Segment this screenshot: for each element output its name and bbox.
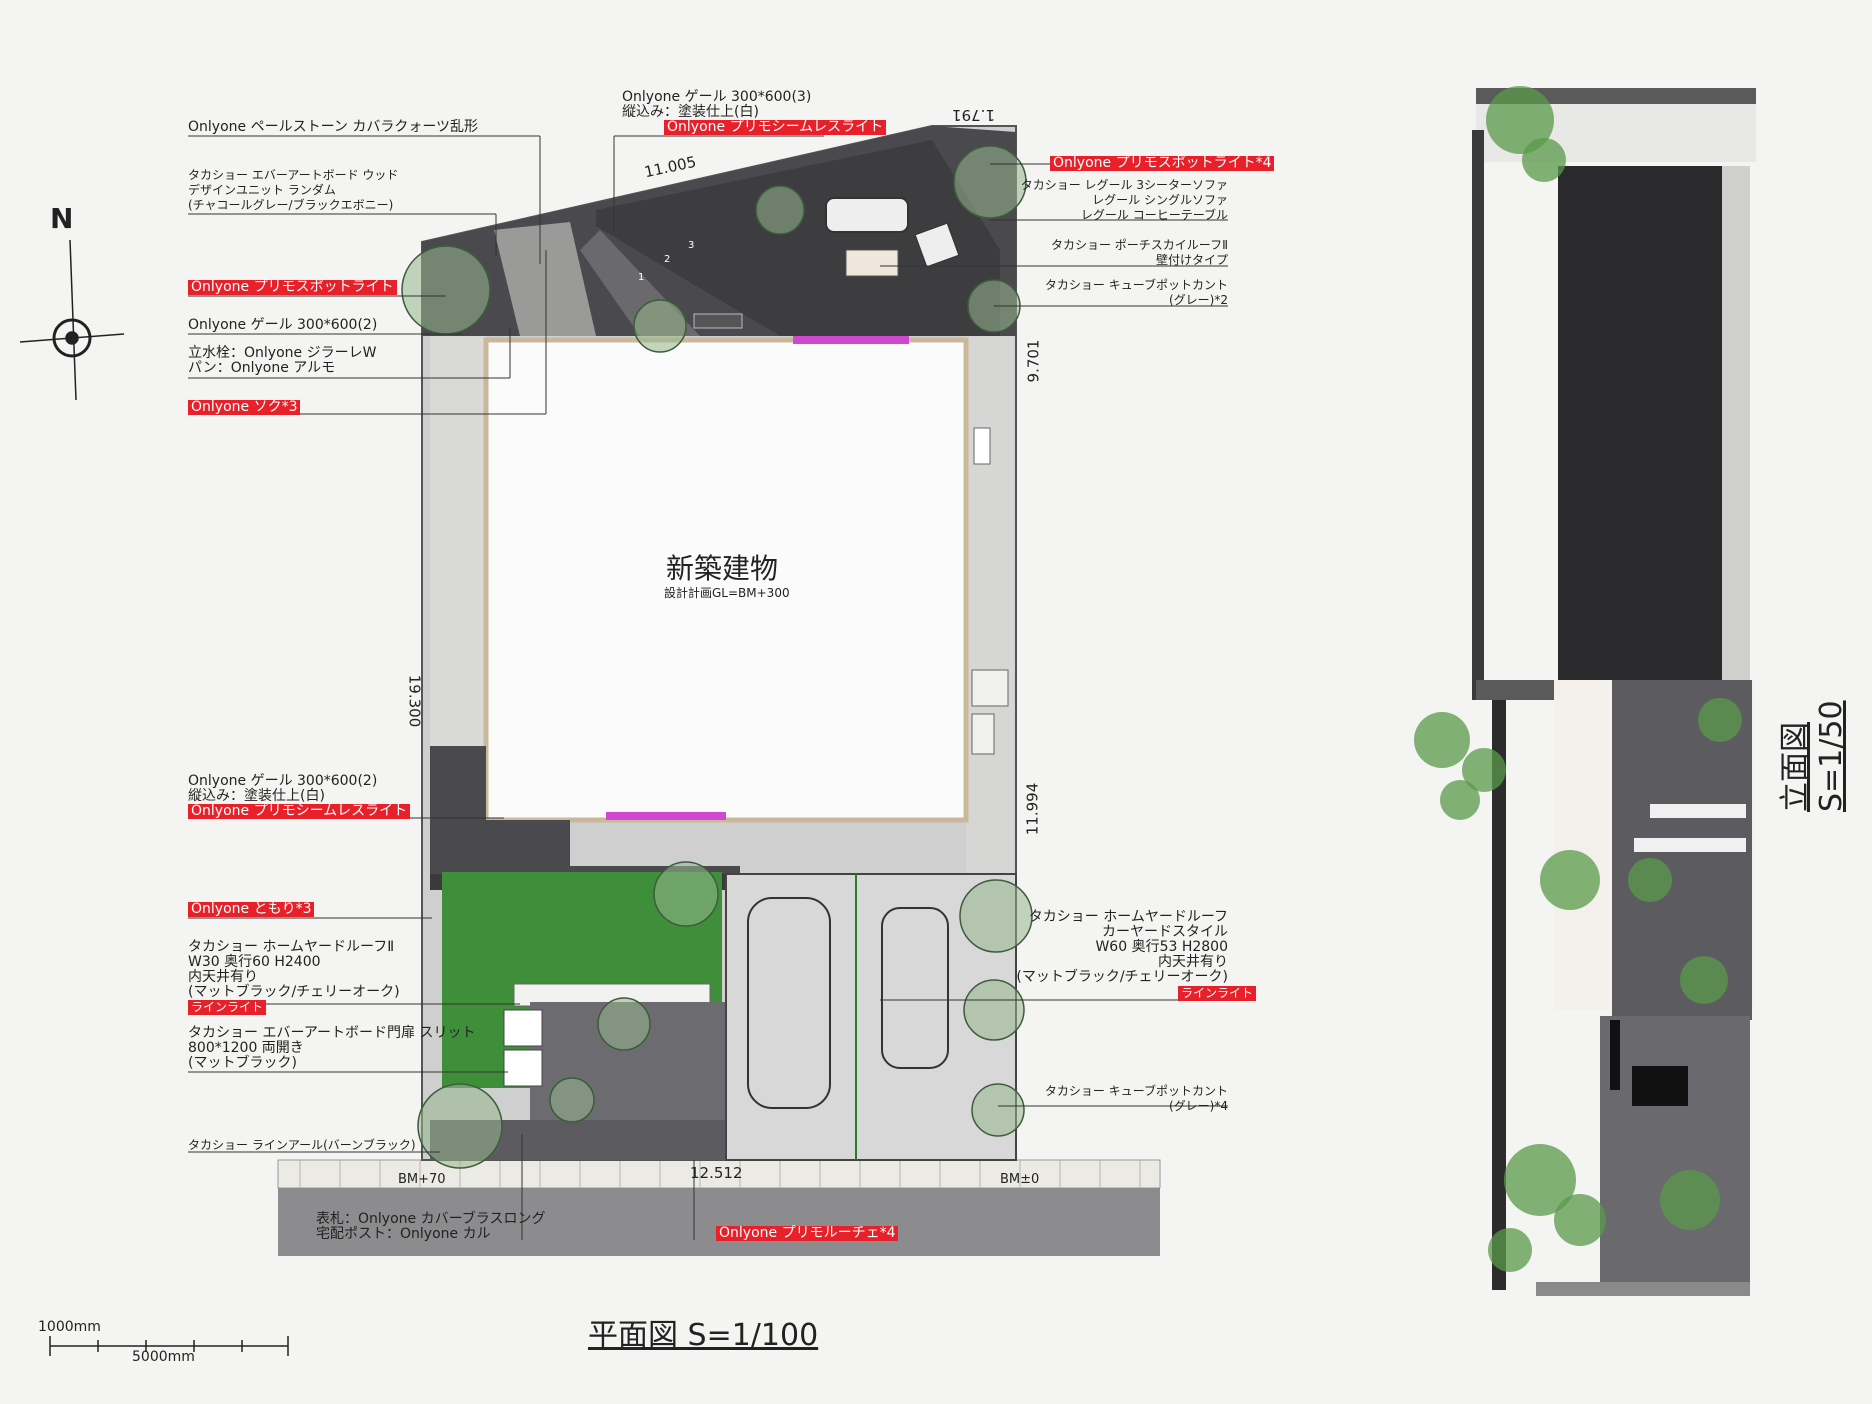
tree bbox=[597, 997, 651, 1051]
label-wood-panel: タカショー エバーアートボード ウッド デザインユニット ランダム (チャコール… bbox=[188, 168, 399, 212]
label-sofa-set: タカショー レグール 3シーターソファ レグール シングルソファ レグール コー… bbox=[1020, 178, 1228, 222]
building-name: 新築建物 bbox=[666, 552, 779, 585]
terrace-deck bbox=[596, 140, 1000, 336]
road bbox=[278, 1188, 1160, 1256]
label-line-light-right: ラインライト bbox=[1178, 986, 1257, 1001]
plan-title: 平面図 S=1/100 bbox=[588, 1318, 819, 1353]
gate-wall bbox=[1600, 1016, 1750, 1286]
step-number: 1 bbox=[638, 272, 645, 283]
label-soku: Onlyone ソク*3 bbox=[188, 400, 301, 415]
label-yard-roof: タカショー ホームヤードルーフⅡ W30 奥行60 H2400 内天井有り (マ… bbox=[188, 939, 400, 1000]
sidewalk-joints bbox=[299, 1160, 1141, 1188]
tree bbox=[549, 1077, 595, 1123]
bm-right: BM±0 bbox=[1000, 1172, 1040, 1187]
tree bbox=[401, 245, 491, 335]
tree bbox=[963, 979, 1025, 1041]
scale-bar bbox=[49, 1336, 289, 1356]
entrance-strip-top bbox=[793, 336, 909, 344]
light-shelf-1 bbox=[1650, 804, 1746, 818]
step-number: 2 bbox=[664, 254, 671, 265]
tree bbox=[633, 299, 687, 353]
leader-lines bbox=[188, 135, 1228, 1240]
label-primo-luce: Onlyone プリモルーチェ*4 bbox=[716, 1226, 899, 1241]
sofa bbox=[825, 197, 909, 233]
sidewalk bbox=[277, 1159, 1161, 1189]
label-car-yard-roof: タカショー ホームヤードルーフ カーヤードスタイル W60 奥行53 H2800… bbox=[1016, 909, 1228, 985]
compass-rose bbox=[19, 239, 125, 401]
tree bbox=[653, 861, 719, 927]
scale-small: 1000mm bbox=[38, 1319, 101, 1335]
stone-path bbox=[494, 222, 596, 336]
label-cube-pot-4: タカショー キューブポットカント (グレー)*4 bbox=[1044, 1084, 1228, 1113]
car-2 bbox=[881, 907, 949, 1069]
dim-top-short: 1.791 bbox=[952, 106, 995, 124]
elevation-title: 立面図 S=1/50 bbox=[1778, 700, 1849, 812]
label-spotlight-left: Onlyone プリモスポットライト bbox=[188, 280, 397, 295]
nameplate bbox=[1610, 1020, 1620, 1090]
label-seamless-light-top: Onlyone プリモシームレスライト bbox=[664, 120, 887, 135]
step-number: 3 bbox=[688, 240, 695, 251]
tree bbox=[417, 1083, 503, 1169]
outdoor-unit-1 bbox=[971, 669, 1009, 707]
coffee-table bbox=[845, 249, 899, 277]
label-gate: タカショー エバーアートボード門扉 スリット 800*1200 両開き (マット… bbox=[188, 1025, 476, 1071]
gate-door-left bbox=[503, 1009, 543, 1047]
tree bbox=[959, 879, 1033, 953]
equipment-box bbox=[973, 427, 991, 465]
label-line-r: タカショー ラインアール(バーンブラック) bbox=[188, 1138, 416, 1152]
dim-left: 19.300 bbox=[405, 674, 424, 728]
dim-bottom: 12.512 bbox=[690, 1164, 743, 1182]
mailbox bbox=[1632, 1066, 1688, 1106]
left-post bbox=[1472, 130, 1484, 700]
tree bbox=[755, 185, 805, 235]
trees bbox=[401, 145, 1033, 1169]
north-label: N bbox=[50, 202, 74, 235]
slat-facade bbox=[1558, 166, 1722, 680]
dim-right-lower: 11.994 bbox=[1023, 782, 1042, 836]
car-1 bbox=[747, 897, 831, 1109]
gate-door-right bbox=[503, 1049, 543, 1087]
elevation-plants bbox=[1414, 86, 1742, 1272]
label-tile-left: Onlyone ゲール 300*600(2) bbox=[188, 317, 378, 333]
light-shelf-2 bbox=[1634, 838, 1746, 852]
dim-right-upper: 9.701 bbox=[1024, 339, 1043, 383]
side-wall bbox=[1722, 166, 1750, 680]
building-note: 設計計画GL=BM+300 bbox=[664, 586, 790, 600]
elevation-drawing bbox=[1414, 86, 1756, 1296]
canopy-post bbox=[1492, 700, 1506, 1290]
label-spotlight-right: Onlyone プリモスポットライト*4 bbox=[1050, 156, 1275, 171]
label-nameplate-post: 表札：Onlyone カバーブラスロング 宅配ポスト：Onlyone カル bbox=[316, 1211, 546, 1242]
label-line-light-left: ラインライト bbox=[188, 1000, 267, 1015]
front-paving bbox=[430, 746, 740, 874]
label-porch-roof: タカショー ポーチスカイルーフⅡ 壁付けタイプ bbox=[1050, 238, 1228, 267]
label-paving-stone: Onlyone ペールストーン カバラクォーツ乱形 bbox=[188, 119, 479, 135]
scale-large: 5000mm bbox=[132, 1349, 195, 1365]
label-tile-front: Onlyone ゲール 300*600(2) 縦込み：塗装仕上(白) bbox=[188, 773, 378, 804]
bm-left: BM+70 bbox=[398, 1172, 446, 1187]
building-footprint bbox=[483, 337, 969, 823]
gravel-right bbox=[966, 336, 1014, 876]
label-cube-pot-2: タカショー キューブポットカント (グレー)*2 bbox=[1044, 278, 1228, 307]
outdoor-unit-2 bbox=[971, 713, 995, 755]
label-faucet: 立水栓：Onlyone ジラーレW パン：Onlyone アルモ bbox=[188, 345, 377, 376]
label-tomori: Onlyone ともり*3 bbox=[188, 902, 315, 917]
tree bbox=[971, 1083, 1025, 1137]
gravel-left bbox=[430, 336, 486, 746]
label-seamless-light-front: Onlyone プリモシームレスライト bbox=[188, 804, 411, 819]
ground-line bbox=[1536, 1282, 1750, 1296]
planter-box bbox=[693, 313, 743, 329]
entrance-strip-bottom bbox=[606, 812, 726, 820]
single-sofa bbox=[914, 222, 960, 268]
label-tile-top: Onlyone ゲール 300*600(3) 縦込み：塗装仕上(白) bbox=[622, 89, 812, 120]
